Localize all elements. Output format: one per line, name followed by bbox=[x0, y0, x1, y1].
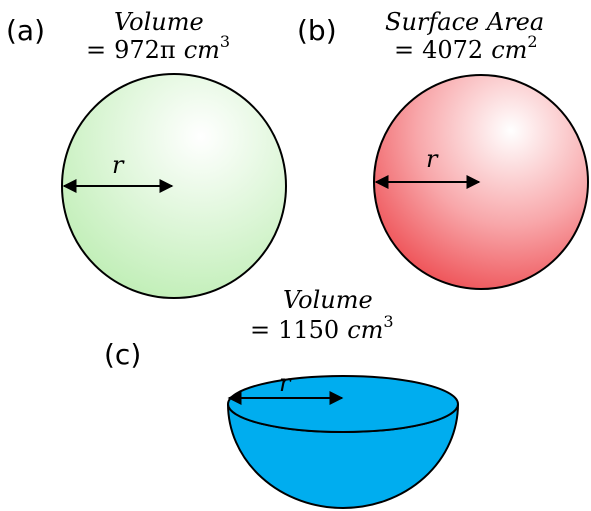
panel-b-value: 4072 bbox=[422, 36, 483, 64]
panel-c-eq-sign: = bbox=[250, 316, 270, 344]
radius-label-b: r bbox=[426, 145, 439, 173]
radius-label-a: r bbox=[112, 151, 125, 179]
panel-a-value-line: = 972π cm3 bbox=[86, 32, 230, 64]
panel-a-unit: cm bbox=[184, 36, 220, 64]
panel-b-exponent: 2 bbox=[527, 32, 537, 51]
radius-label-c: r bbox=[279, 369, 292, 397]
panel-a-tag: (a) bbox=[6, 14, 45, 47]
panel-c-tag: (c) bbox=[104, 338, 141, 371]
panel-c-value: 1150 bbox=[278, 316, 339, 344]
panel-c-unit: cm bbox=[347, 316, 383, 344]
sphere-b bbox=[373, 74, 589, 290]
panel-c: Volume = 1150 cm3 (c) r bbox=[104, 286, 459, 509]
panel-b-quantity: Surface Area bbox=[385, 8, 544, 36]
panel-a: (a) Volume = 972π cm3 r bbox=[6, 8, 287, 299]
sphere-a bbox=[61, 73, 287, 299]
panel-c-exponent: 3 bbox=[383, 312, 393, 331]
panel-b-tag: (b) bbox=[297, 14, 337, 47]
panel-a-eq-sign: = bbox=[86, 36, 106, 64]
panel-c-value-line: = 1150 cm3 bbox=[250, 312, 394, 344]
panel-b: (b) Surface Area = 4072 cm2 r bbox=[297, 8, 589, 290]
panel-b-unit: cm bbox=[491, 36, 527, 64]
panel-a-quantity: Volume bbox=[114, 8, 204, 36]
panel-a-exponent: 3 bbox=[220, 32, 230, 51]
panel-a-value: 972π bbox=[114, 36, 176, 64]
panel-c-quantity: Volume bbox=[283, 286, 373, 314]
hemisphere-top-face bbox=[227, 375, 459, 433]
panel-b-value-line: = 4072 cm2 bbox=[394, 32, 538, 64]
panel-b-eq-sign: = bbox=[394, 36, 414, 64]
